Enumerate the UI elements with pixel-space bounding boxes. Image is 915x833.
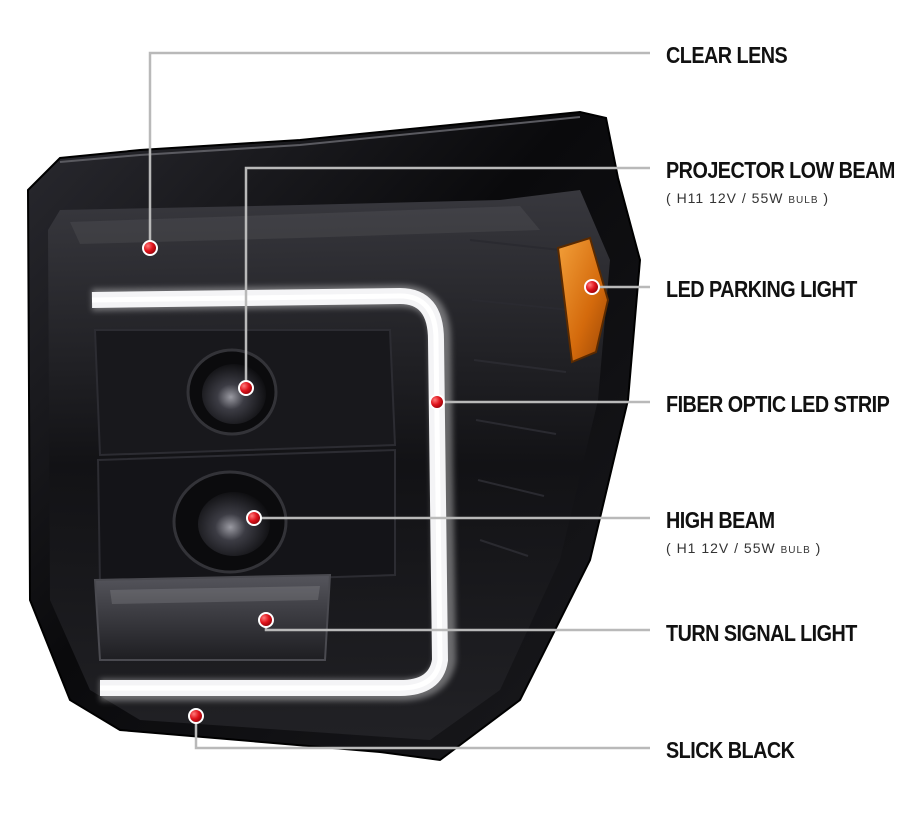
label-clear-lens: CLEAR LENS — [666, 42, 788, 68]
label-turn-signal-light: TURN SIGNAL LIGHT — [666, 620, 857, 646]
turn-signal-panel — [93, 573, 332, 661]
label-fiber-optic-led-strip: FIBER OPTIC LED STRIP — [666, 391, 890, 417]
marker-clear-lens — [142, 240, 158, 256]
spec-projector-low-beam: ( H11 12V / 55W BULB ) — [666, 190, 830, 206]
marker-led-parking-light — [584, 279, 600, 295]
spec-projector-low-beam-bulb: BULB — [788, 195, 819, 206]
projector-low-beam-lens — [202, 364, 266, 424]
side-reflector — [469, 239, 571, 557]
marker-fiber-optic-led-strip — [429, 394, 445, 410]
leader-slick-black — [194, 716, 650, 750]
spec-projector-low-beam-value: H11 12V / 55W — [676, 190, 784, 206]
marker-dots — [142, 240, 600, 724]
marker-slick-black — [188, 708, 204, 724]
housing-top-edge — [59, 116, 581, 163]
label-high-beam: HIGH BEAM — [666, 507, 775, 533]
label-slick-black: SLICK BLACK — [666, 737, 795, 763]
spec-high-beam-bulb: BULB — [780, 545, 811, 556]
spec-high-beam-value: H1 12V / 55W — [676, 540, 776, 556]
lens-reflection — [70, 206, 540, 244]
led-strip-core — [91, 293, 443, 691]
leader-clear-lens — [148, 51, 650, 248]
high-beam-lens — [198, 492, 270, 556]
amber-parking-light — [556, 236, 610, 364]
marker-turn-signal-light — [258, 612, 274, 628]
label-projector-low-beam: PROJECTOR LOW BEAM — [666, 157, 895, 183]
label-led-parking-light: LED PARKING LIGHT — [666, 276, 857, 302]
spec-high-beam: ( H1 12V / 55W BULB ) — [666, 540, 822, 556]
marker-projector-low-beam — [238, 380, 254, 396]
turn-signal-highlight — [110, 586, 320, 604]
leader-projector-low-beam — [244, 166, 650, 388]
marker-high-beam — [246, 510, 262, 526]
